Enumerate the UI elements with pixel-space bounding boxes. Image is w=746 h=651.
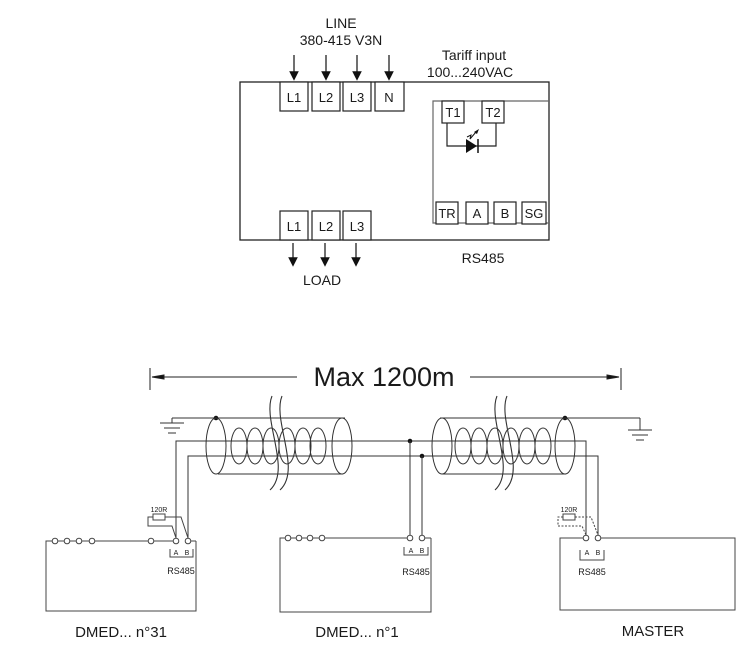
- twisted-pair: [230, 427, 327, 465]
- meter-diagram: LINE 380-415 V3N Tariff input 100...240V…: [239, 15, 550, 288]
- cable-break-mark: [269, 395, 279, 491]
- rs485-port-label: RS485: [167, 566, 195, 576]
- terminal-l3-in: [342, 81, 372, 112]
- cable-break-mark: [494, 395, 504, 491]
- terminal-label: T1: [445, 105, 460, 120]
- terminal-t1: [441, 100, 465, 124]
- terminal-b: [594, 534, 602, 542]
- terminal-l2-out: [311, 210, 341, 241]
- device-dmed-31: [45, 513, 197, 612]
- terminal-label: L2: [319, 90, 333, 105]
- terminal-l1-in: [279, 81, 309, 112]
- rs485-port-label: RS485: [402, 567, 430, 577]
- terminal-label: SG: [525, 206, 544, 221]
- rs485-port-label: RS485: [578, 567, 606, 577]
- terminal-label: L1: [287, 219, 301, 234]
- terminal-t2: [481, 100, 505, 124]
- cable-break-mark: [279, 395, 289, 491]
- resistor-icon: [152, 513, 166, 521]
- terminal-sg: [521, 201, 547, 225]
- terminal-a: [172, 537, 180, 545]
- terminal-b-label: B: [596, 550, 601, 557]
- terminal-label: TR: [438, 206, 455, 221]
- device-dmed-1: [279, 534, 432, 613]
- ground-icon: [160, 418, 184, 434]
- network-diagram: Max 1200m: [45, 362, 736, 641]
- rs485-label: RS485: [462, 250, 505, 266]
- ground-icon: [628, 418, 652, 441]
- input-arrows: [289, 55, 394, 81]
- terminal-b: [184, 537, 192, 545]
- terminal-label: L1: [287, 90, 301, 105]
- cable-break-mark: [504, 395, 514, 491]
- terminal-a: [582, 534, 590, 542]
- resistor-label: 120R: [151, 507, 168, 514]
- twisted-pair: [454, 427, 552, 465]
- terminal-label: L3: [350, 90, 364, 105]
- tariff-voltage-label: 100...240VAC: [427, 64, 513, 80]
- line-label: LINE: [325, 15, 356, 31]
- terminal-label: L3: [350, 219, 364, 234]
- terminal-l2-in: [311, 81, 341, 112]
- device-name: MASTER: [622, 623, 685, 640]
- comm-terminals: TR A B SG: [435, 201, 547, 225]
- bus-cabling: [160, 395, 652, 541]
- terminal-label: A: [473, 206, 482, 221]
- load-label: LOAD: [303, 272, 341, 288]
- arrow-right-icon: [606, 374, 620, 380]
- output-terminals: L1 L2 L3: [279, 210, 372, 241]
- terminal-label: L2: [319, 219, 333, 234]
- distance-dimension: [149, 368, 622, 390]
- terminal-b: [418, 534, 426, 542]
- resistor-label: 120R: [561, 507, 578, 514]
- terminal-l1-out: [279, 210, 309, 241]
- output-arrows: [288, 243, 361, 267]
- terminal-label: N: [384, 90, 393, 105]
- led-icon: [466, 129, 479, 153]
- terminal-n-in: [374, 81, 405, 112]
- terminal-a-label: A: [409, 548, 414, 555]
- terminal-a-label: A: [174, 550, 179, 557]
- terminal-label: T2: [485, 105, 500, 120]
- device-master: [557, 513, 736, 611]
- line-voltage-label: 380-415 V3N: [300, 32, 383, 48]
- resistor-icon: [562, 513, 576, 521]
- device-name: DMED... n°1: [315, 624, 399, 641]
- terminal-b: [493, 201, 517, 225]
- tariff-label: Tariff input: [442, 47, 506, 63]
- terminal-l3-out: [342, 210, 372, 241]
- device-name: DMED... n°31: [75, 624, 167, 641]
- arrow-left-icon: [151, 374, 165, 380]
- terminal-b-label: B: [420, 548, 425, 555]
- terminal-b-label: B: [185, 550, 190, 557]
- distance-label: Max 1200m: [313, 362, 454, 392]
- terminal-a-label: A: [585, 550, 590, 557]
- terminal-a: [465, 201, 489, 225]
- terminal-tr: [435, 201, 459, 225]
- input-terminals: L1 L2 L3 N: [279, 81, 405, 112]
- terminal-label: B: [501, 206, 510, 221]
- terminal-a: [406, 534, 414, 542]
